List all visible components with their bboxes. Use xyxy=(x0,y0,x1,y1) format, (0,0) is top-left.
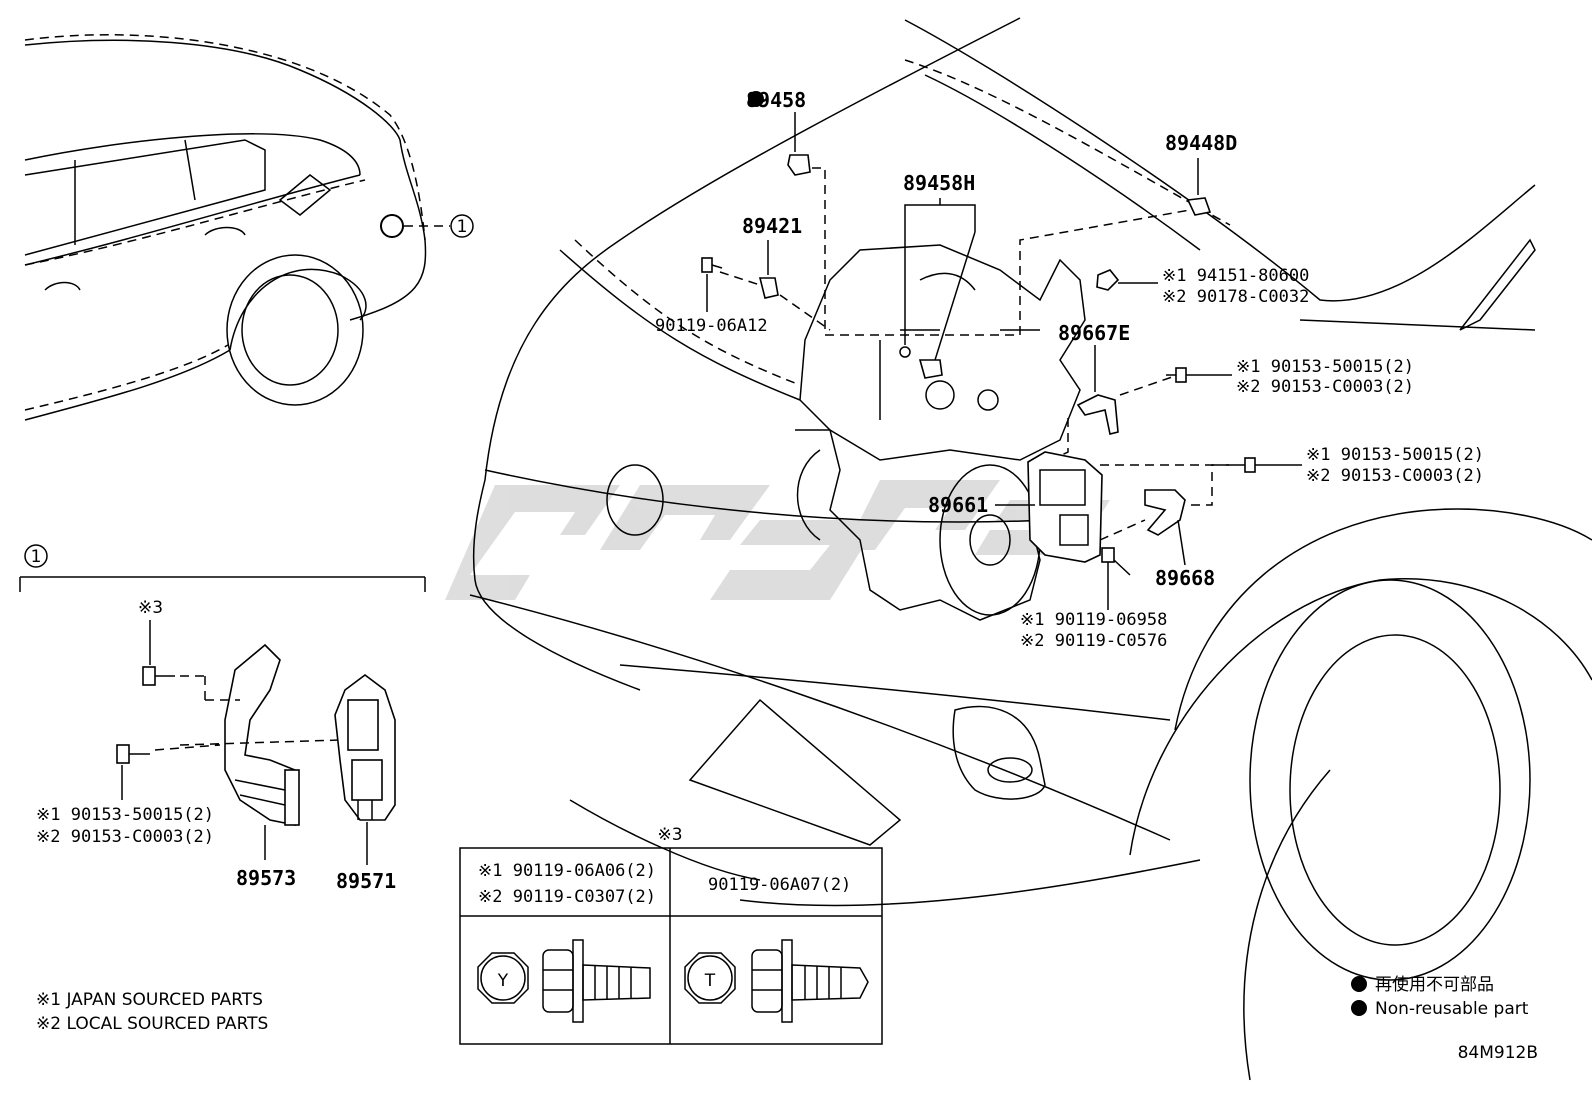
label-boltB2: ※2 90153-C0003(2) xyxy=(1306,466,1484,486)
bolt-table: ※3 ※1 90119-06A06(2) ※2 90119-C0307(2) 9… xyxy=(459,825,883,1045)
bolt-a-icon xyxy=(1166,367,1187,383)
legend-non-reusable: 再使用不可部品 Non-reusable part xyxy=(1351,974,1529,1019)
engine-assembly xyxy=(795,244,1086,621)
note-mark-3: ※3 xyxy=(138,598,163,618)
label-boltD1: ※1 90153-50015(2) xyxy=(36,805,214,825)
part-89571-module xyxy=(334,674,396,821)
label-boltA1: ※1 90153-50015(2) xyxy=(1236,357,1414,377)
label-89571: 89571 xyxy=(336,869,396,893)
part-89573-bracket xyxy=(179,643,341,826)
bolt-c-icon xyxy=(1101,547,1131,576)
label-clip1: ※1 94151-80600 xyxy=(1162,266,1309,286)
legend-en: Non-reusable part xyxy=(1375,999,1529,1019)
label-89458H: 89458H xyxy=(903,171,975,195)
svg-text:Y: Y xyxy=(497,971,509,991)
inset-1: 1 xyxy=(19,544,426,592)
bolt-90119-06A12-icon xyxy=(701,257,723,273)
part-89421-sensor-icon xyxy=(758,277,779,299)
part-89668-bracket-icon xyxy=(1144,489,1186,536)
inset-bolt-lower-icon xyxy=(116,744,221,764)
svg-text:1: 1 xyxy=(31,547,42,567)
bolt-b-icon xyxy=(1235,457,1256,473)
bolt-t-head-icon: T xyxy=(684,939,869,1023)
legend-dot-en-icon xyxy=(1351,1000,1367,1016)
label-90119-06A12: 90119-06A12 xyxy=(655,316,768,336)
label-89668: 89668 xyxy=(1155,566,1215,590)
callout-1: 1 xyxy=(450,214,474,238)
inset-bolt-upper-icon xyxy=(142,666,205,686)
label-89448D: 89448D xyxy=(1165,131,1237,155)
table-col1-line2: ※2 90119-C0307(2) xyxy=(478,887,656,907)
part-89667E-bracket-icon xyxy=(1076,394,1119,435)
legend-jp: 再使用不可部品 xyxy=(1375,974,1494,995)
label-89661: 89661 xyxy=(928,493,988,517)
label-boltA2: ※2 90153-C0003(2) xyxy=(1236,377,1414,397)
part-89458H-sensor-icon xyxy=(918,359,943,379)
label-89573: 89573 xyxy=(236,866,296,890)
clip-nut-icon xyxy=(1096,269,1120,291)
label-boltD2: ※2 90153-C0003(2) xyxy=(36,827,214,847)
car-rear-view xyxy=(24,34,450,421)
label-boltC2: ※2 90119-C0576 xyxy=(1020,631,1167,651)
svg-text:T: T xyxy=(704,971,716,991)
part-89458-sensor-icon xyxy=(787,154,811,176)
note-japan-sourced: ※1 JAPAN SOURCED PARTS xyxy=(36,990,263,1010)
label-clip2: ※2 90178-C0032 xyxy=(1162,287,1309,307)
legend-dot-jp-icon xyxy=(1351,976,1367,992)
non-reusable-dot-icon xyxy=(748,91,764,107)
part-89448D-sensor-icon xyxy=(1186,197,1212,216)
bolt-y-head-icon: Y xyxy=(477,939,651,1023)
table-col1-line1: ※1 90119-06A06(2) xyxy=(478,861,656,881)
part-89661-ecu-icon xyxy=(1027,451,1103,563)
label-boltC1: ※1 90119-06958 xyxy=(1020,610,1167,630)
label-boltB1: ※1 90153-50015(2) xyxy=(1306,445,1484,465)
diagram-code: 84M912B xyxy=(1458,1043,1538,1063)
svg-text:※3: ※3 xyxy=(657,825,682,845)
svg-text:1: 1 xyxy=(457,217,468,237)
note-local-sourced: ※2 LOCAL SOURCED PARTS xyxy=(36,1014,268,1034)
label-89421: 89421 xyxy=(742,214,802,238)
label-89667E: 89667E xyxy=(1058,321,1130,345)
fuel-lid-marker xyxy=(380,214,404,238)
table-col2: 90119-06A07(2) xyxy=(708,875,851,895)
